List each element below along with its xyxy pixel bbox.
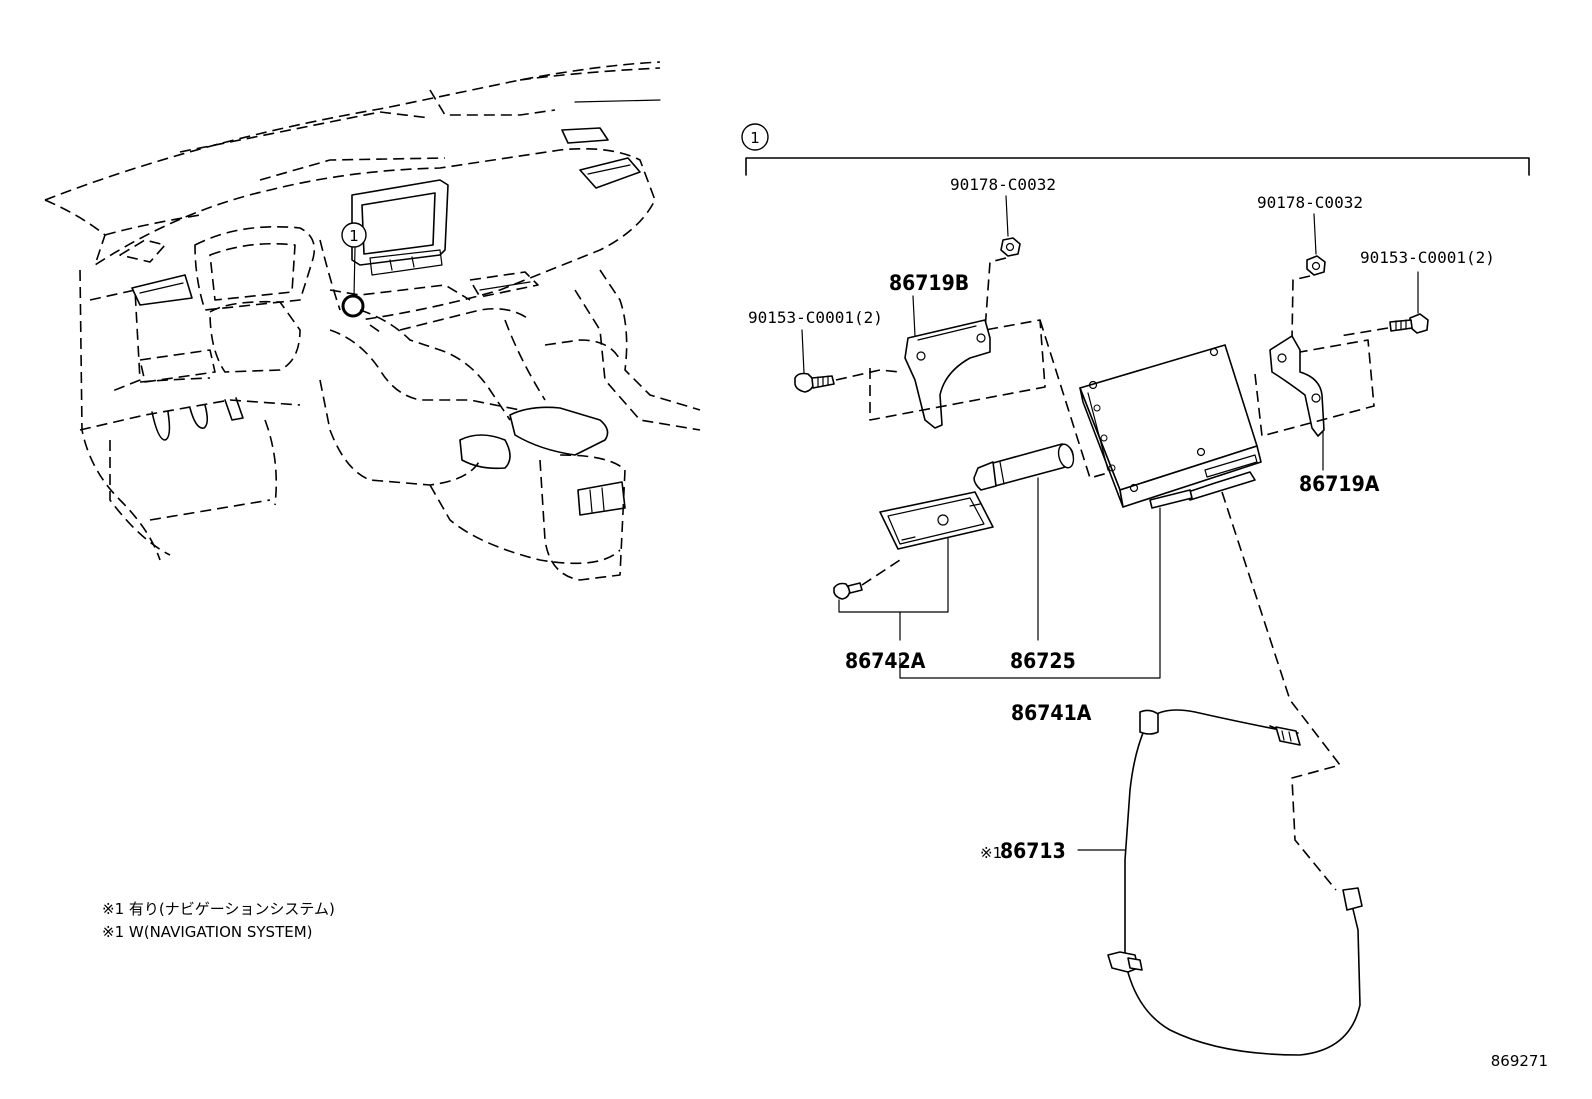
screw-right bbox=[1339, 271, 1429, 337]
cylinder-part bbox=[973, 443, 1075, 641]
figure-reference-number: 869271 bbox=[1491, 1052, 1548, 1070]
part-label-antenna-cord-mark: ※1 bbox=[980, 844, 1002, 862]
assembly-callout-circle bbox=[741, 123, 769, 151]
part-label-receiver-assembly: 86741A bbox=[1011, 701, 1092, 725]
bracket-right bbox=[1254, 335, 1375, 471]
part-label-cylinder: 86725 bbox=[1010, 649, 1076, 673]
part-label-screw-left: 90153-C0001(2) bbox=[748, 308, 883, 327]
dashboard-illustration: 1 bbox=[44, 61, 701, 581]
part-label-cover: 86742A bbox=[845, 649, 926, 673]
note-english: ※1 W(NAVIGATION SYSTEM) bbox=[102, 923, 313, 941]
part-label-antenna-cord: 86713 bbox=[1000, 839, 1066, 863]
location-callout-circle bbox=[341, 222, 367, 248]
assembly-bracket: 1 bbox=[741, 123, 1530, 176]
screw-left bbox=[794, 329, 901, 393]
part-label-bracket-right: 86719A bbox=[1299, 472, 1380, 496]
location-callout-number: 1 bbox=[349, 227, 359, 245]
assembly-callout-number: 1 bbox=[750, 129, 760, 147]
nut-right bbox=[1291, 213, 1326, 341]
bracket-left bbox=[869, 295, 1119, 479]
antenna-cord bbox=[1077, 709, 1363, 1056]
receiver-box bbox=[899, 344, 1341, 891]
nut-left bbox=[984, 195, 1021, 331]
cover-part bbox=[833, 491, 994, 641]
part-label-screw-right: 90153-C0001(2) bbox=[1360, 248, 1495, 267]
part-label-nut-left: 90178-C0032 bbox=[950, 175, 1056, 194]
part-label-nut-right: 90178-C0032 bbox=[1257, 193, 1363, 212]
part-label-bracket-left: 86719B bbox=[889, 271, 969, 295]
note-japanese: ※1 有り(ナビゲーションシステム) bbox=[102, 900, 335, 918]
